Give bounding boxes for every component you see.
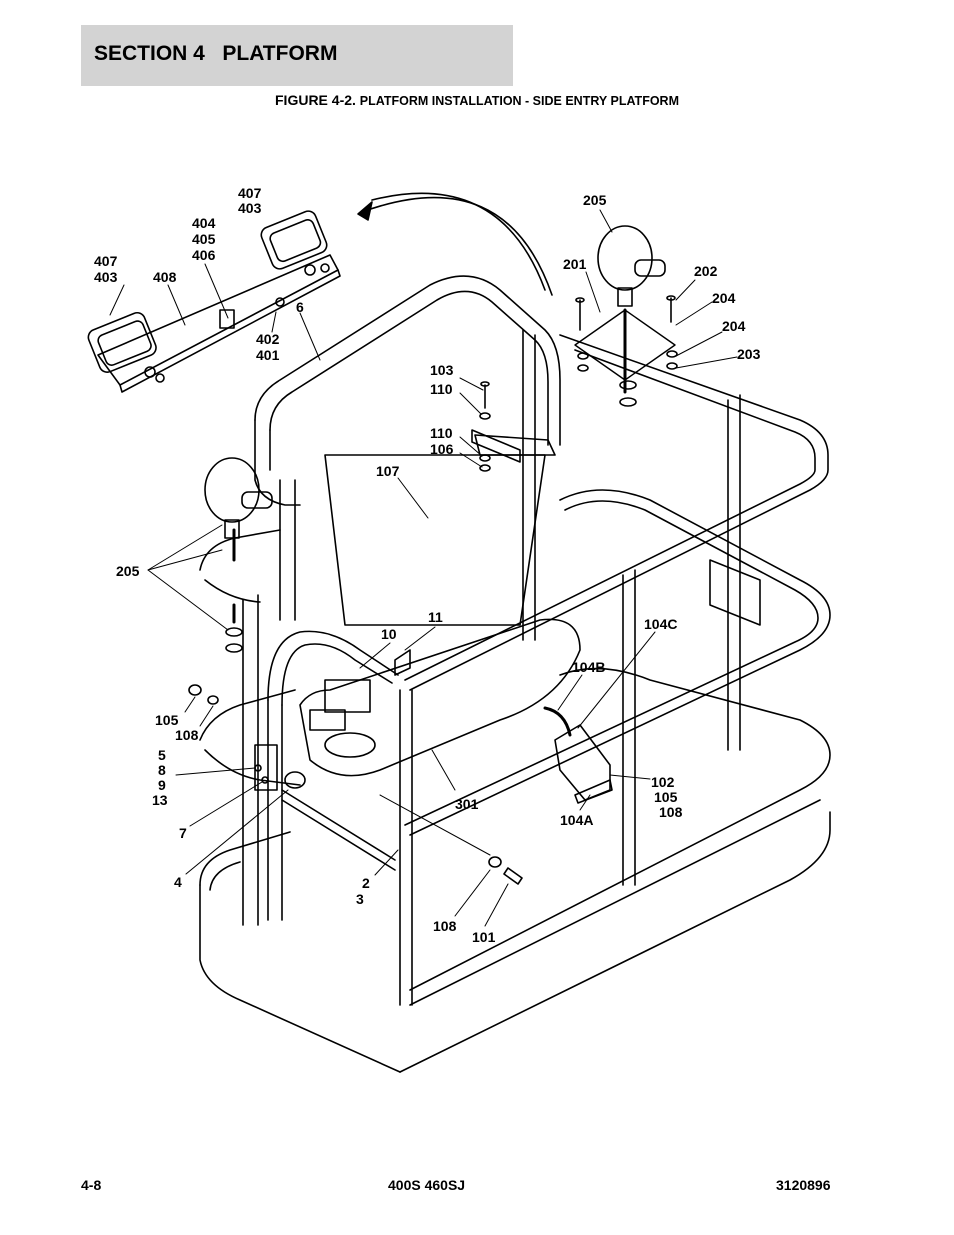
callout-6: 6	[296, 299, 304, 315]
callout-407-left: 407	[94, 253, 118, 269]
callout-104a: 104A	[560, 812, 593, 828]
gate-hardware	[188, 684, 306, 789]
rotator-right-icon	[597, 225, 653, 291]
callout-403-right: 403	[238, 200, 262, 216]
bolt-assembly	[488, 856, 523, 885]
callout-106: 106	[430, 441, 454, 457]
callout-408: 408	[153, 269, 177, 285]
callout-105-left: 105	[155, 712, 179, 728]
light-bar-assembly	[87, 210, 341, 393]
work-light-right-icon	[260, 210, 328, 270]
callout-107: 107	[376, 463, 400, 479]
callout-401: 401	[256, 347, 280, 363]
rotator-right	[574, 225, 678, 407]
callout-103: 103	[430, 362, 454, 378]
callout-108-bottom: 108	[433, 918, 457, 934]
callout-13: 13	[152, 792, 168, 808]
control-box	[299, 434, 581, 777]
callout-104b: 104B	[572, 659, 605, 675]
rotator-left-icon	[204, 457, 260, 523]
callout-labels: 407 403 404 405 406 407 403 408 402 401 …	[94, 185, 761, 945]
callout-203: 203	[737, 346, 761, 362]
callout-403-left: 403	[94, 269, 118, 285]
figure-caption-prefix: FIGURE 4-2.	[275, 92, 356, 108]
section-header-band	[81, 25, 513, 86]
callout-201: 201	[563, 256, 587, 272]
callout-204-upper: 204	[712, 290, 736, 306]
callout-8: 8	[158, 762, 166, 778]
guard-rail	[242, 275, 831, 1006]
callout-5: 5	[158, 747, 166, 763]
callout-10: 10	[381, 626, 397, 642]
callout-11: 11	[428, 609, 443, 625]
callout-110-lower: 110	[430, 425, 453, 441]
callout-3: 3	[356, 891, 364, 907]
control-box-bracket-icon	[324, 679, 371, 713]
callout-101: 101	[472, 929, 496, 945]
figure-caption-title: PLATFORM INSTALLATION - SIDE ENTRY PLATF…	[359, 94, 679, 108]
callout-105-right: 105	[654, 789, 678, 805]
section-title: SECTION 4 PLATFORM	[94, 42, 338, 65]
cup-holder-icon	[324, 732, 376, 758]
cap-icon	[394, 649, 411, 676]
callout-2: 2	[362, 875, 370, 891]
callout-402: 402	[256, 331, 280, 347]
callout-9: 9	[158, 777, 166, 793]
work-light-left-icon	[87, 311, 157, 373]
callout-7: 7	[179, 825, 187, 841]
callout-407-right: 407	[238, 185, 262, 201]
footer-part-number: 3120896	[776, 1177, 831, 1193]
figure-caption: FIGURE 4-2. PLATFORM INSTALLATION - SIDE…	[0, 92, 954, 108]
footer-page-number: 4-8	[81, 1177, 102, 1193]
callout-204-lower: 204	[722, 318, 746, 334]
callout-202: 202	[694, 263, 718, 279]
callout-406: 406	[192, 247, 216, 263]
callout-404: 404	[192, 215, 216, 231]
callout-110-upper: 110	[430, 381, 453, 397]
callout-108-right: 108	[659, 804, 683, 820]
light-switch-icon	[219, 309, 235, 329]
callout-205-left: 205	[116, 563, 140, 579]
manual-holder-icon	[709, 559, 761, 626]
bracket-hardware	[471, 381, 521, 472]
rotator-left	[204, 457, 273, 653]
side-entry-gate	[199, 529, 399, 921]
callout-108-left: 108	[175, 727, 199, 743]
callout-4: 4	[174, 874, 182, 890]
callout-205-right: 205	[583, 192, 607, 208]
callout-301: 301	[455, 796, 479, 812]
callout-102: 102	[651, 774, 675, 790]
platform-floor	[199, 799, 831, 1073]
callout-405: 405	[192, 231, 216, 247]
footer-model: 400S 460SJ	[388, 1177, 466, 1193]
callout-104c: 104C	[644, 616, 677, 632]
